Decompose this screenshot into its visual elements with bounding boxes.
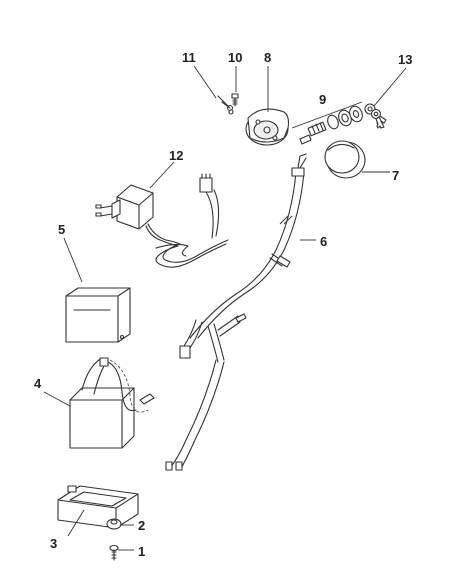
callout-3: 3 xyxy=(50,536,57,551)
callout-5: 5 xyxy=(58,222,65,237)
callout-1: 1 xyxy=(138,544,145,559)
part-13-keys xyxy=(364,103,387,129)
callout-8: 8 xyxy=(264,50,271,65)
callout-10: 10 xyxy=(228,50,242,65)
part-7-cap xyxy=(324,140,366,179)
part-4-battery xyxy=(69,357,155,449)
part-5-battery-cover xyxy=(65,287,131,343)
callout-2: 2 xyxy=(138,518,145,533)
callout-12: 12 xyxy=(169,148,183,163)
part-9-switch-body xyxy=(291,101,363,145)
part-3-base-plate xyxy=(57,485,139,529)
part-10-screw xyxy=(231,93,239,107)
callout-11: 11 xyxy=(182,50,196,65)
leader-lines xyxy=(43,65,407,551)
callout-6: 6 xyxy=(320,234,327,249)
part-6-wiring-harness xyxy=(165,153,307,471)
part-1-screw xyxy=(109,544,119,561)
part-12-charger xyxy=(95,173,229,268)
part-8-switch-housing xyxy=(245,108,290,146)
callout-7: 7 xyxy=(392,168,399,183)
part-11-screws xyxy=(217,95,234,115)
part-2-nut xyxy=(106,518,122,530)
callout-4: 4 xyxy=(34,376,42,391)
callout-9: 9 xyxy=(319,92,326,107)
callout-13: 13 xyxy=(398,52,412,67)
